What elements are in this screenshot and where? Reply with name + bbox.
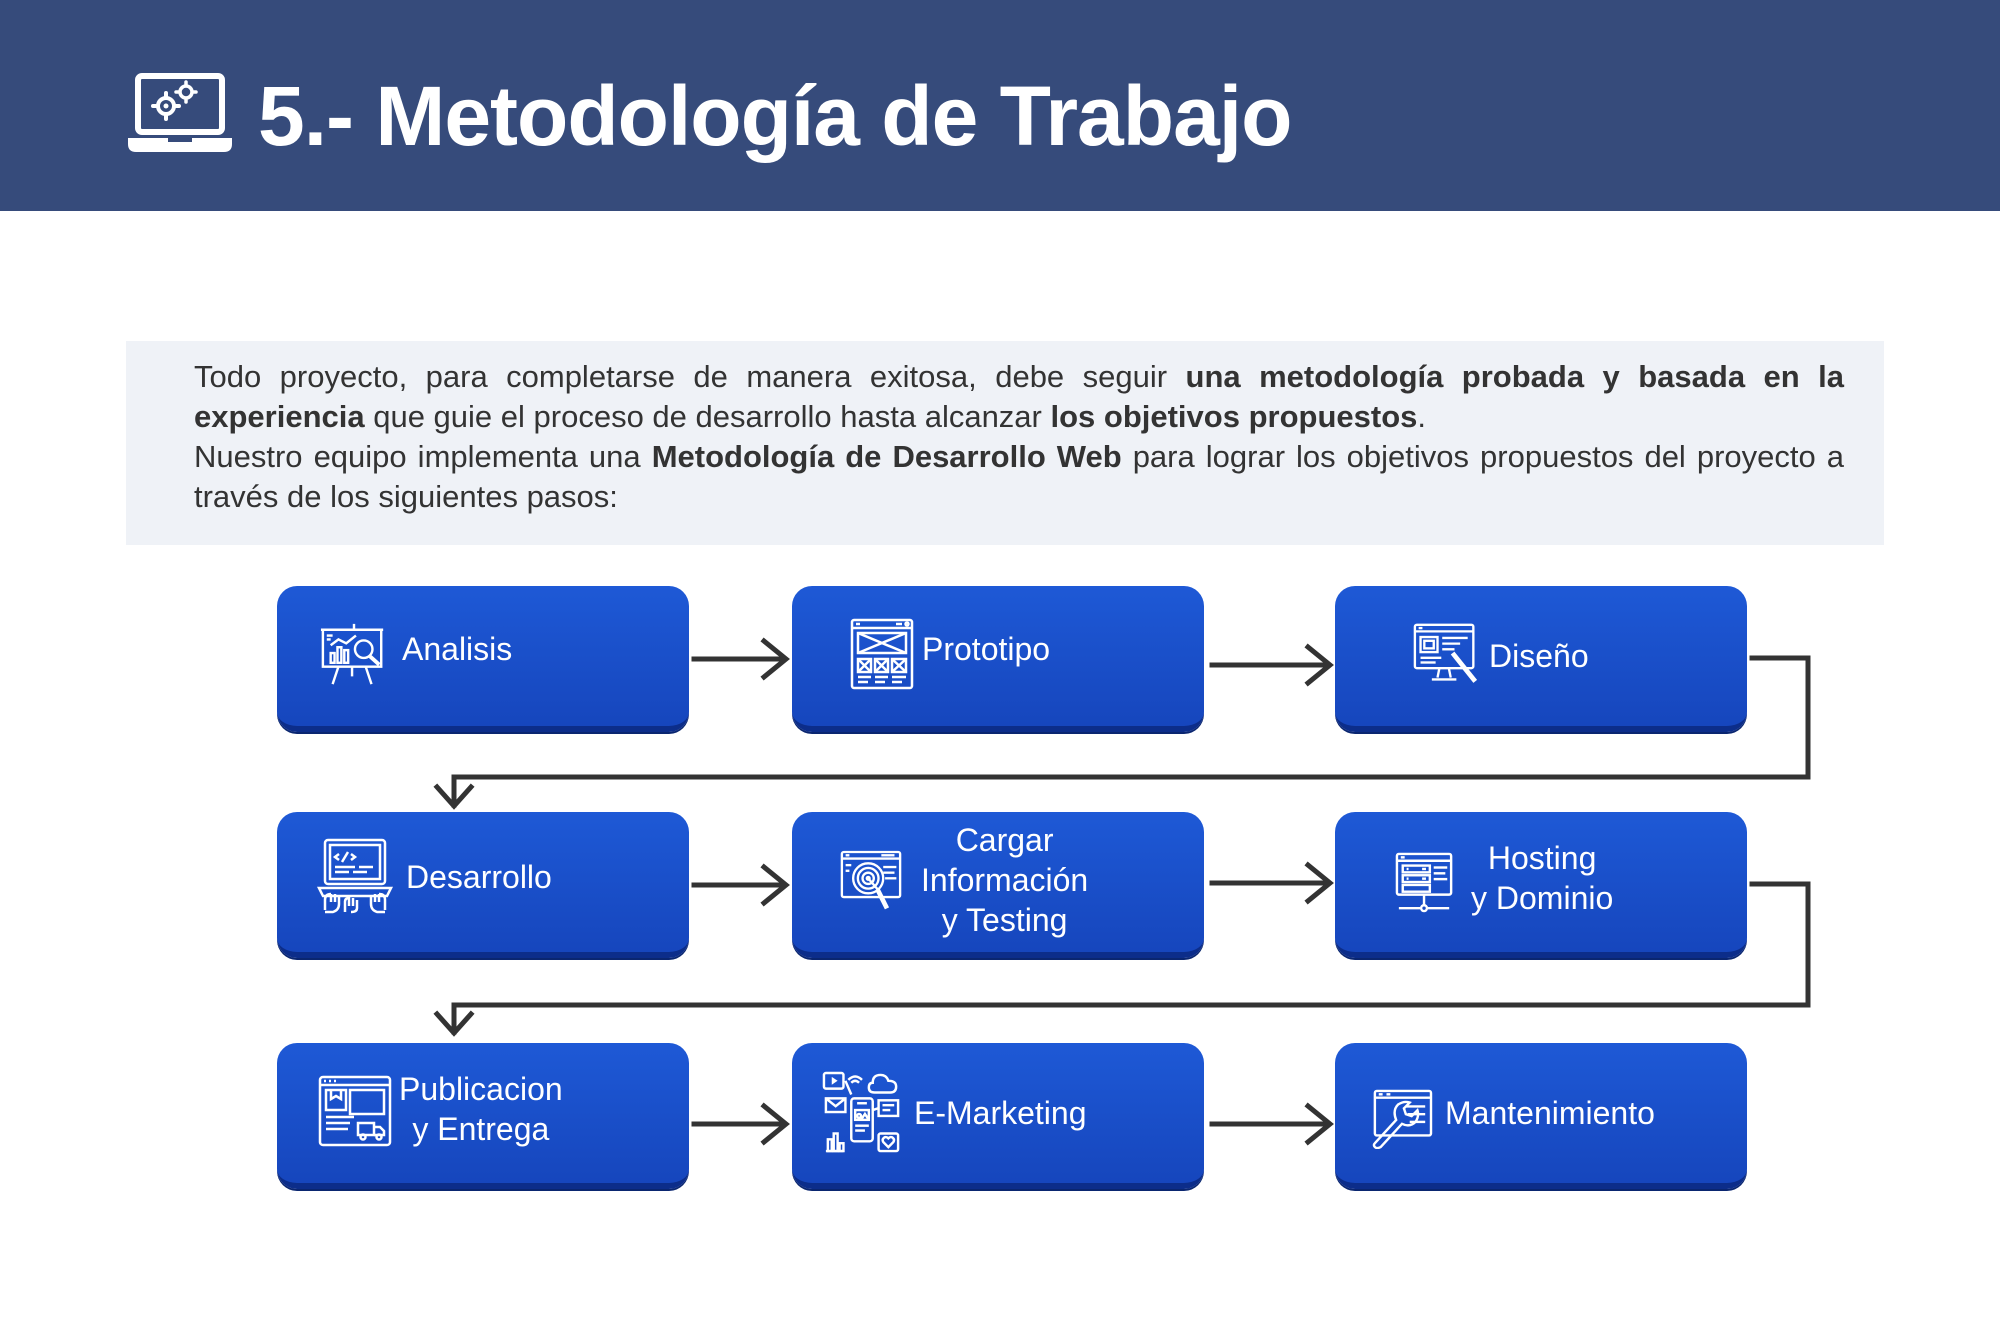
step-label-line: Hosting [1487, 840, 1597, 876]
page-title: 5.- Metodología de Trabajo [258, 69, 1292, 163]
step-label: Hosting y Dominio [1471, 838, 1613, 918]
step-label: Mantenimiento [1445, 1093, 1655, 1133]
step-label-line: Cargar [955, 822, 1054, 858]
step-hosting: Hosting y Dominio [1335, 812, 1747, 958]
marketing-mobile-icon [822, 1071, 900, 1153]
arrow-analisis-prototipo [691, 637, 790, 681]
step-desarrollo: Desarrollo [277, 812, 689, 958]
server-hosting-icon [1395, 852, 1453, 913]
maintenance-wrench-icon [1372, 1089, 1433, 1149]
step-cargar-testing: Cargar Información y Testing [792, 812, 1204, 958]
step-label-line: y Dominio [1471, 880, 1614, 916]
header-bar: 5.- Metodología de Trabajo [0, 0, 2000, 211]
arrow-publicacion-emarketing [691, 1102, 790, 1146]
step-label-line: Mantenimiento [1445, 1095, 1655, 1131]
arrow-desarrollo-cargar [691, 863, 790, 907]
step-label-line: y Testing [941, 902, 1068, 938]
step-label-line: E-Marketing [914, 1095, 1087, 1131]
laptop-gears-icon [128, 73, 232, 152]
intro-box: Todo proyecto, para completarse de maner… [126, 341, 1884, 545]
step-label-line: Información [921, 862, 1089, 898]
intro-bold-2: los objetivos propuestos [1050, 399, 1418, 434]
publish-delivery-icon [318, 1075, 392, 1147]
intro-text-4: Nuestro equipo implementa una [194, 439, 652, 474]
step-label: Desarrollo [406, 857, 552, 897]
intro-text-3: . [1417, 399, 1426, 434]
arrow-emarketing-mantenimiento [1209, 1102, 1334, 1146]
connector-hosting-publicacion [433, 881, 1811, 1037]
step-label-line: y Entrega [412, 1111, 550, 1147]
analysis-presentation-icon [320, 623, 384, 685]
testing-target-icon [840, 850, 902, 910]
step-mantenimiento: Mantenimiento [1335, 1043, 1747, 1189]
step-diseno: Diseño [1335, 586, 1747, 732]
design-monitor-icon [1413, 623, 1478, 683]
step-label: Diseño [1489, 636, 1589, 676]
intro-bold-1: una metodología probada y basada en la e… [194, 359, 1845, 434]
step-emarketing: E-Marketing [792, 1043, 1204, 1189]
wireframe-prototype-icon [850, 618, 914, 690]
step-label: E-Marketing [914, 1093, 1087, 1133]
step-label-line: Desarrollo [406, 859, 552, 895]
intro-text-5: para lograr los objetivos propuestos del… [194, 439, 1845, 514]
connector-diseno-desarrollo [433, 655, 1811, 810]
intro-text-2: que guie el proceso de desarrollo hasta … [364, 399, 1051, 434]
intro-text-1: Todo proyecto, para completarse de maner… [194, 359, 1186, 394]
step-label: Cargar Información y Testing [921, 820, 1088, 940]
intro-bold-3: Metodología de Desarrollo Web [651, 439, 1122, 474]
step-label: Publicacion y Entrega [399, 1069, 563, 1149]
step-label: Analisis [402, 629, 512, 669]
step-label-line: Prototipo [922, 631, 1051, 667]
arrow-prototipo-diseno [1209, 643, 1334, 687]
step-publicacion: Publicacion y Entrega [277, 1043, 689, 1189]
step-label-line: Diseño [1489, 638, 1589, 674]
step-label-line: Publicacion [399, 1071, 563, 1107]
step-prototipo: Prototipo [792, 586, 1204, 732]
step-analisis: Analisis [277, 586, 689, 732]
coding-laptop-icon [316, 838, 394, 914]
arrow-cargar-hosting [1209, 861, 1334, 905]
step-label: Prototipo [922, 629, 1050, 669]
step-label-line: Analisis [402, 631, 513, 667]
intro-paragraph: Todo proyecto, para completarse de maner… [194, 357, 1844, 517]
